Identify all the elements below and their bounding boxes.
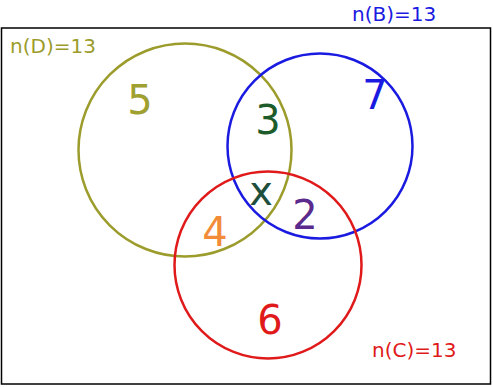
- set-total: n(B)=13: [352, 2, 436, 26]
- region-count: 6: [257, 300, 282, 340]
- set-total: n(D)=13: [10, 34, 96, 58]
- set-total-wrap: n(B)=13: [352, 2, 436, 26]
- region-count: x: [249, 171, 273, 211]
- region-count: 5: [127, 80, 152, 120]
- set-total: n(C)=13: [372, 338, 456, 362]
- region-count: 4: [202, 212, 227, 252]
- region-count: 3: [255, 100, 280, 140]
- set-total-wrap: n(D)=13: [10, 34, 96, 58]
- region-count: 2: [292, 195, 317, 235]
- set-circle: [228, 54, 413, 239]
- universe-frame: [2, 28, 491, 384]
- set-circle: [175, 172, 362, 359]
- region-count: 7: [362, 75, 387, 115]
- set-total-wrap: n(C)=13: [372, 338, 456, 362]
